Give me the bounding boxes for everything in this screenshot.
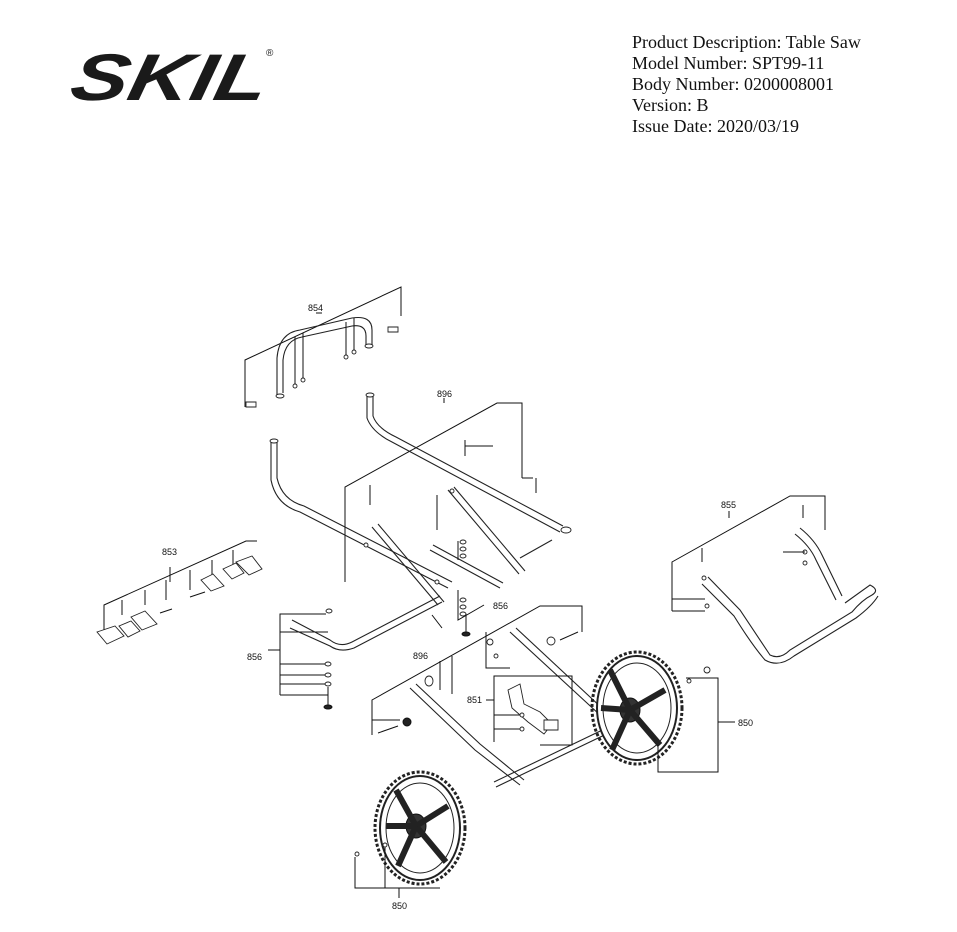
lower-frame-896 xyxy=(372,606,642,787)
lower-rail-856 xyxy=(268,596,442,709)
callout-853: 853 xyxy=(162,547,177,557)
callout-851: 851 xyxy=(467,695,482,705)
product-info: Product Description: Table Saw Model Num… xyxy=(632,32,861,137)
issue-date: Issue Date: 2020/03/19 xyxy=(632,116,799,136)
wheel-bottom-850 xyxy=(355,772,465,898)
registered-mark: ® xyxy=(266,48,274,59)
wheel-right-850 xyxy=(592,652,735,772)
logo-text: SKIL xyxy=(68,42,276,108)
rear-handle-855 xyxy=(672,496,878,663)
product-description: Product Description: Table Saw xyxy=(632,32,861,52)
callout-855: 855 xyxy=(721,500,736,510)
feet-853 xyxy=(97,541,262,644)
callout-850-right: 850 xyxy=(738,718,753,728)
body-number: Body Number: 0200008001 xyxy=(632,74,834,94)
callout-854: 854 xyxy=(308,303,323,313)
callout-896-top: 896 xyxy=(437,389,452,399)
model-number: Model Number: SPT99-11 xyxy=(632,53,825,73)
handle-assembly-854 xyxy=(245,287,401,407)
main-frame-896 xyxy=(270,393,571,605)
callout-896-mid: 896 xyxy=(413,651,428,661)
hardware-stack xyxy=(458,540,484,636)
callout-856-right: 856 xyxy=(493,601,508,611)
version: Version: B xyxy=(632,95,709,115)
callout-856-left: 856 xyxy=(247,652,262,662)
callout-850-bottom: 850 xyxy=(392,901,407,911)
bracket-851 xyxy=(486,676,572,745)
skil-logo: SKIL ® xyxy=(68,42,276,108)
